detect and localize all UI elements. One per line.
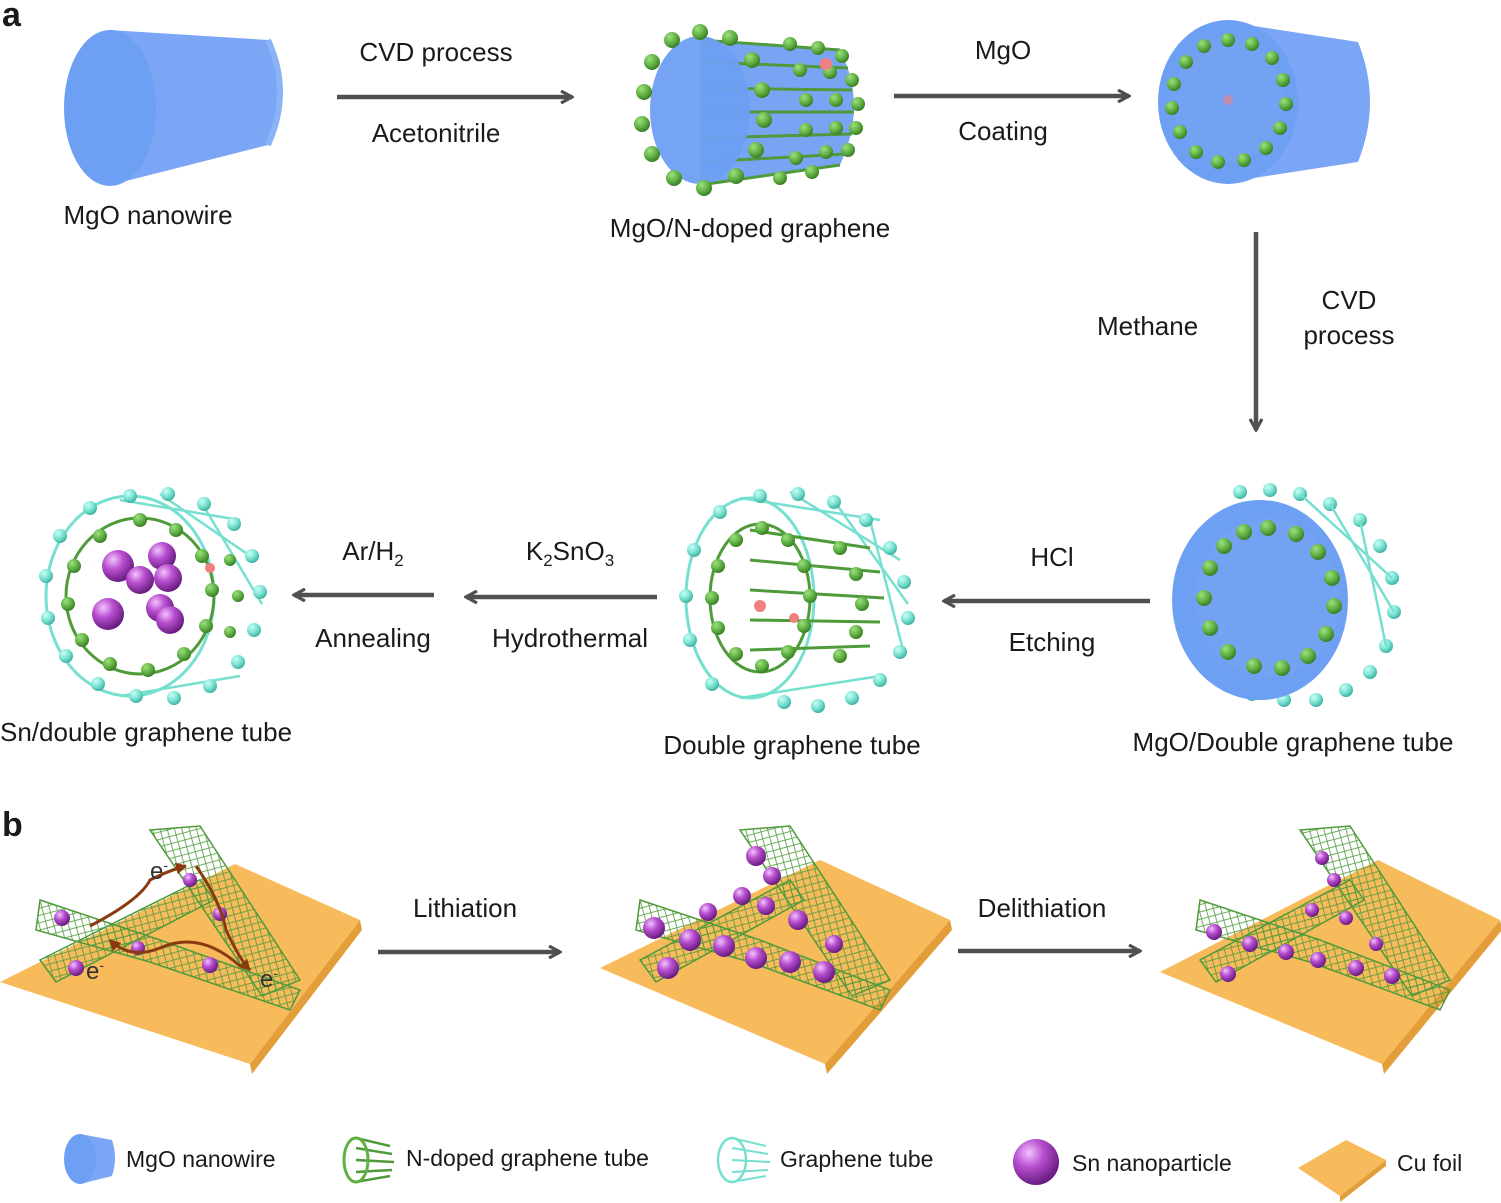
step1-precursor: Acetonitrile [371, 118, 501, 148]
stage-label-double-tube: Double graphene tube [663, 730, 921, 760]
cu-foil-icon [1298, 1140, 1386, 1202]
step4-process: Etching [1008, 627, 1096, 657]
process-arrows-a [294, 96, 1256, 601]
legend-label-graphene-tube: Graphene tube [780, 1146, 934, 1172]
delithiation-label: Delithiation [977, 893, 1107, 923]
step1-condition: CVD process [359, 37, 513, 67]
stage-label-mgo-ndoped: MgO/N-doped graphene [609, 213, 891, 243]
step6-process: Annealing [315, 623, 431, 653]
mgo-nanowire-icon [64, 1134, 115, 1184]
step2-material: MgO [974, 35, 1032, 65]
step5-reagent: K2SnO3 [525, 536, 615, 571]
panel-a-label: a [2, 0, 21, 34]
electron-label-left: e- [86, 957, 105, 985]
stage-label-sn-double: Sn/double graphene tube [0, 717, 293, 747]
panel-b-label: b [2, 806, 23, 844]
electrode-lithiated [600, 825, 952, 1074]
n-doped-tube-icon [342, 1136, 395, 1184]
process-arrows-b [378, 951, 1140, 952]
mgo-ndoped-illustration [634, 24, 865, 196]
electron-label-top: e- [150, 857, 169, 885]
legend-label-sn-nanoparticle: Sn nanoparticle [1072, 1150, 1232, 1176]
stage-label-mgo-nanowire: MgO nanowire [63, 200, 233, 230]
stage-label-mgo-double: MgO/Double graphene tube [1132, 727, 1454, 757]
mgo-coated-illustration [1158, 20, 1370, 184]
mgo-nanowire-illustration [64, 30, 283, 186]
step3-condition-line1: CVD [1321, 285, 1377, 315]
step6-atmosphere: Ar/H2 [342, 536, 404, 571]
electrode-delithiated [1160, 825, 1501, 1074]
step4-reagent: HCl [1030, 542, 1074, 572]
sn-nanoparticle-icon [1013, 1139, 1059, 1185]
double-tube-illustration [679, 487, 915, 713]
electron-label-right: e- [260, 965, 279, 993]
legend-label-n-doped-tube: N-doped graphene tube [406, 1145, 649, 1171]
mgo-double-tube-illustration [1172, 483, 1401, 707]
step3-precursor: Methane [1097, 311, 1199, 341]
step2-process: Coating [958, 116, 1048, 146]
step5-process: Hydrothermal [491, 623, 649, 653]
sn-double-tube-illustration [39, 487, 267, 705]
electrode-initial [0, 825, 362, 1074]
legend-label-cu-foil: Cu foil [1397, 1150, 1463, 1176]
lithiation-label: Lithiation [412, 893, 518, 923]
graphene-tube-icon [716, 1136, 771, 1184]
legend-label-mgo-nanowire: MgO nanowire [126, 1146, 276, 1172]
step3-condition-line2: process [1303, 320, 1395, 350]
